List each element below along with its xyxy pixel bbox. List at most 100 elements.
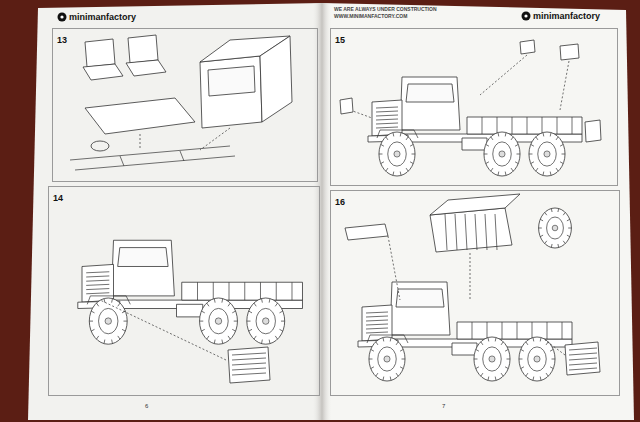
left-page bbox=[28, 3, 322, 420]
tread bbox=[545, 241, 547, 244]
tread bbox=[542, 133, 544, 137]
grille-bar bbox=[232, 373, 266, 375]
tread bbox=[381, 162, 384, 164]
tread bbox=[501, 342, 503, 345]
tread bbox=[214, 340, 216, 344]
deck-rib bbox=[276, 282, 277, 300]
tread bbox=[567, 219, 570, 221]
deck-rib bbox=[487, 322, 488, 339]
cab-side bbox=[260, 36, 292, 122]
tread bbox=[567, 235, 570, 237]
tread bbox=[228, 336, 230, 339]
tread bbox=[400, 367, 403, 369]
cab-window bbox=[118, 248, 168, 267]
tread bbox=[400, 349, 403, 351]
tread bbox=[532, 377, 534, 381]
hub bbox=[544, 151, 550, 157]
rim bbox=[99, 308, 118, 333]
cargo-box-top bbox=[430, 194, 520, 215]
tread bbox=[371, 367, 374, 369]
tyre bbox=[539, 208, 572, 248]
tread bbox=[91, 329, 94, 331]
tread bbox=[254, 303, 256, 306]
small-part bbox=[340, 98, 353, 114]
hub bbox=[489, 356, 495, 362]
seat-cushion bbox=[126, 60, 166, 76]
tread bbox=[540, 235, 543, 237]
cab-window bbox=[406, 84, 454, 102]
tread bbox=[396, 373, 398, 376]
tread bbox=[221, 340, 223, 344]
tread bbox=[517, 154, 521, 155]
deck-rib bbox=[557, 117, 558, 134]
deck-rib bbox=[542, 117, 543, 134]
frame-cross bbox=[180, 151, 184, 161]
tread bbox=[390, 338, 392, 342]
wheel bbox=[539, 208, 572, 248]
deck-rib bbox=[244, 282, 245, 300]
hub bbox=[263, 318, 269, 324]
grille-bar bbox=[232, 368, 266, 370]
tread bbox=[491, 137, 493, 140]
cab-window bbox=[396, 289, 444, 307]
tread bbox=[568, 228, 571, 229]
frame-cross bbox=[120, 156, 124, 166]
tread bbox=[550, 172, 552, 176]
tread bbox=[221, 299, 223, 303]
tread bbox=[529, 154, 533, 155]
wheel bbox=[247, 298, 285, 344]
tread bbox=[560, 162, 563, 164]
rear-deck bbox=[467, 117, 582, 134]
tread bbox=[400, 172, 402, 176]
assembly-guide bbox=[560, 61, 569, 110]
tread bbox=[410, 162, 413, 164]
tread bbox=[123, 321, 127, 322]
cargo-box bbox=[430, 208, 512, 252]
tread bbox=[562, 154, 566, 155]
step-panel: 14 bbox=[48, 186, 320, 396]
cab-window bbox=[208, 66, 255, 96]
tread bbox=[542, 172, 544, 176]
hub bbox=[105, 318, 111, 324]
grille-bar bbox=[232, 358, 266, 360]
grille-bar bbox=[376, 111, 398, 112]
grille-bar bbox=[86, 284, 109, 285]
right-page bbox=[322, 3, 634, 420]
deck-rib bbox=[512, 117, 513, 134]
tread bbox=[476, 349, 479, 351]
hub bbox=[534, 356, 540, 362]
tread bbox=[279, 329, 282, 331]
tread bbox=[406, 137, 408, 140]
tread bbox=[214, 299, 216, 303]
tread bbox=[557, 209, 559, 213]
tread bbox=[275, 303, 277, 306]
page-number: 6 bbox=[145, 403, 148, 409]
assembly-guide bbox=[470, 253, 471, 300]
tread bbox=[552, 359, 556, 360]
rim bbox=[483, 347, 501, 371]
tread bbox=[551, 244, 553, 248]
small-part bbox=[585, 120, 601, 142]
rim bbox=[388, 142, 406, 166]
tread bbox=[281, 321, 285, 322]
grille-bar bbox=[366, 332, 388, 333]
step-number: 13 bbox=[53, 33, 71, 47]
step-number: 15 bbox=[331, 33, 349, 47]
page-number: 7 bbox=[442, 403, 445, 409]
grille-bar bbox=[232, 363, 266, 365]
steering-wheel bbox=[91, 141, 109, 151]
hood bbox=[372, 100, 402, 136]
header-note: WE ARE ALWAYS UNDER CONSTRUCTION bbox=[334, 6, 437, 12]
small-part bbox=[565, 342, 600, 375]
cargo-slat bbox=[475, 214, 477, 250]
wheel bbox=[484, 132, 520, 176]
tread bbox=[381, 144, 384, 146]
logo-icon bbox=[60, 15, 63, 18]
tread bbox=[207, 336, 209, 339]
wheel bbox=[519, 337, 555, 381]
deck-rib bbox=[260, 282, 261, 300]
deck-rib bbox=[472, 322, 473, 339]
hub bbox=[552, 225, 558, 231]
truck-drawing bbox=[368, 77, 582, 176]
